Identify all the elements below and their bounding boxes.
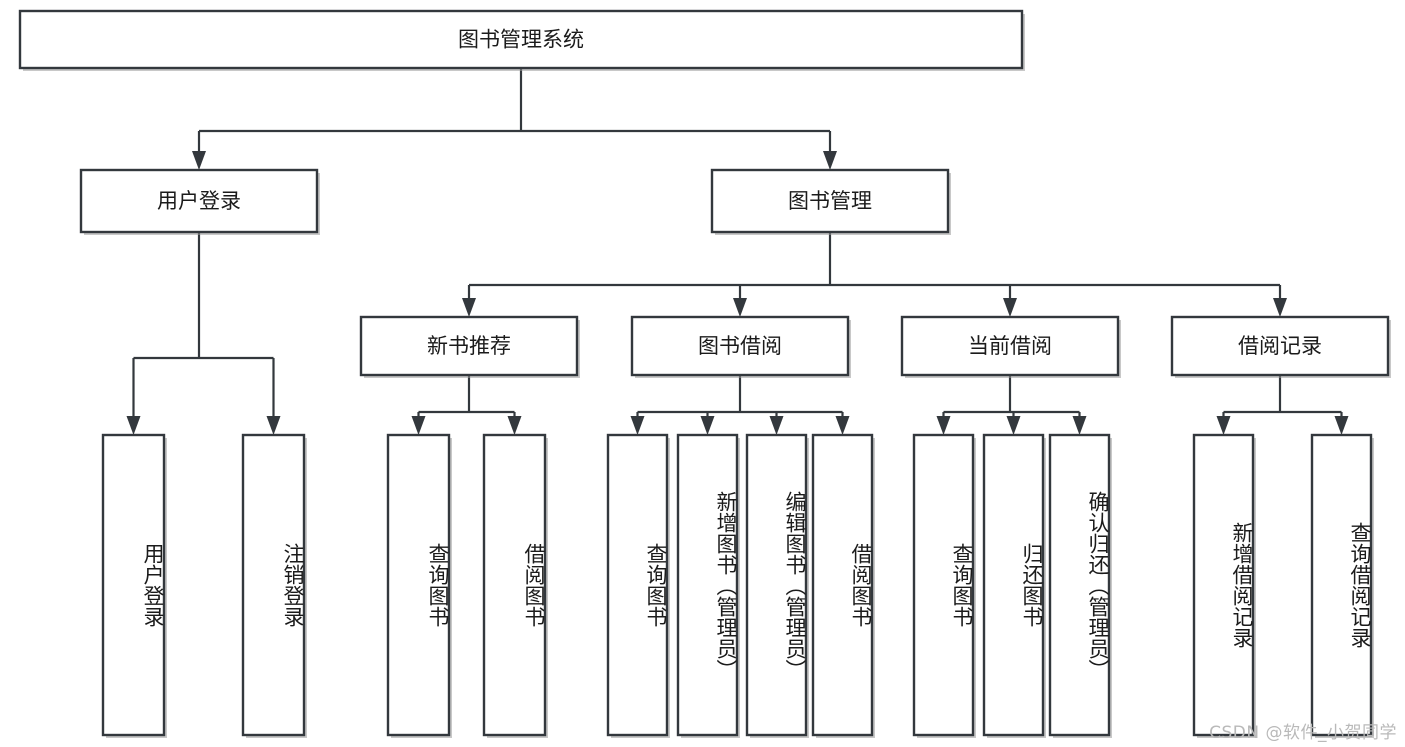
node-leaf-edit-book[interactable] [745, 433, 809, 738]
node-leaf-query-book-3[interactable] [912, 433, 976, 738]
node-rect [1048, 433, 1111, 737]
arrow-head-icon [823, 151, 837, 170]
arrow-head-icon [266, 416, 281, 435]
node-leaf-user-login[interactable] [101, 433, 167, 738]
arrow-head-icon [1216, 416, 1231, 435]
node-rect [982, 433, 1045, 737]
node-label: 图书管理 [788, 189, 872, 213]
node-rect [1310, 433, 1373, 737]
arrow-head-icon [507, 416, 522, 435]
node-rect [900, 315, 1120, 377]
node-l3-book-borrow[interactable]: 图书借阅 [630, 315, 851, 378]
arrow-head-icon [835, 416, 850, 435]
arrow-head-icon [192, 151, 206, 170]
edges-layer [126, 68, 1349, 435]
node-label: 借阅记录 [1238, 334, 1322, 358]
node-l2-book-mgmt[interactable]: 图书管理 [710, 168, 951, 235]
node-rect [912, 433, 975, 737]
node-rect [18, 9, 1024, 70]
node-rect [359, 315, 579, 377]
node-l3-current-borrow[interactable]: 当前借阅 [900, 315, 1121, 378]
node-root[interactable]: 图书管理系统 [18, 9, 1025, 71]
node-label: 图书借阅 [698, 334, 782, 358]
arrow-head-icon [126, 416, 141, 435]
node-leaf-borrow-book-2[interactable] [811, 433, 875, 738]
node-leaf-borrow-book-1[interactable] [482, 433, 548, 738]
node-rect [1170, 315, 1390, 377]
node-leaf-query-record[interactable] [1310, 433, 1374, 738]
arrow-head-icon [1003, 298, 1017, 317]
node-rect [241, 433, 306, 737]
node-label: 当前借阅 [968, 334, 1052, 358]
node-rect [606, 433, 669, 737]
arrow-head-icon [733, 298, 747, 317]
node-leaf-logout[interactable] [241, 433, 307, 738]
arrow-head-icon [700, 416, 715, 435]
arrow-head-icon [1334, 416, 1349, 435]
node-leaf-add-book[interactable] [676, 433, 740, 738]
node-rect [676, 433, 739, 737]
arrow-head-icon [462, 298, 476, 317]
arrow-head-icon [1273, 298, 1287, 317]
arrow-head-icon [1006, 416, 1021, 435]
node-label: 用户登录 [157, 189, 241, 213]
node-label: 新书推荐 [427, 334, 511, 358]
node-leaf-query-book-2[interactable] [606, 433, 670, 738]
node-leaf-return-book[interactable] [982, 433, 1046, 738]
node-label: 图书管理系统 [458, 28, 584, 52]
node-l3-borrow-record[interactable]: 借阅记录 [1170, 315, 1391, 378]
arrow-head-icon [630, 416, 645, 435]
node-rect [79, 168, 319, 234]
node-l2-user-login[interactable]: 用户登录 [79, 168, 320, 235]
node-rect [1192, 433, 1255, 737]
node-rect [482, 433, 547, 737]
node-leaf-query-book-1[interactable] [386, 433, 452, 738]
node-rect [710, 168, 950, 234]
node-rect [101, 433, 166, 737]
arrow-head-icon [411, 416, 426, 435]
node-rect [745, 433, 808, 737]
arrow-head-icon [936, 416, 951, 435]
node-l3-new-book-rec[interactable]: 新书推荐 [359, 315, 580, 378]
node-rect [630, 315, 850, 377]
arrow-head-icon [1072, 416, 1087, 435]
node-leaf-confirm-return[interactable] [1048, 433, 1112, 738]
node-rect [811, 433, 874, 737]
arrow-head-icon [769, 416, 784, 435]
node-leaf-add-record[interactable] [1192, 433, 1256, 738]
node-rect [386, 433, 451, 737]
